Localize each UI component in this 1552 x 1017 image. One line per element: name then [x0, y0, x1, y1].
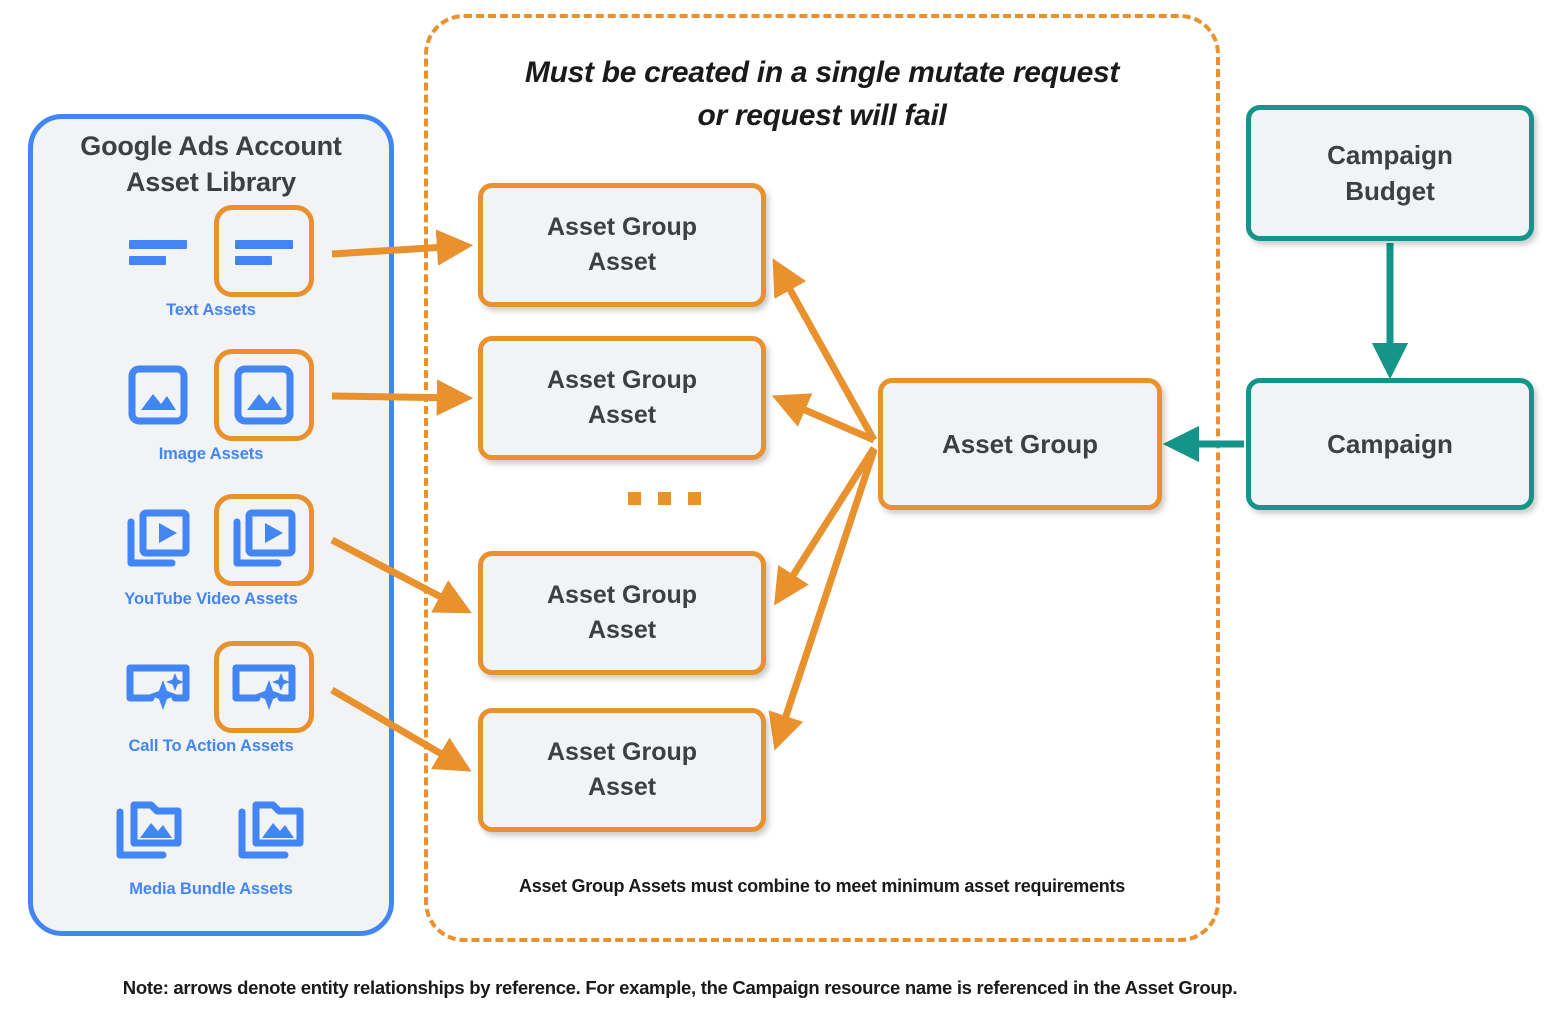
campaign-node[interactable]: Campaign — [1246, 378, 1534, 510]
image-asset-icon — [234, 365, 294, 425]
youtube-video-asset-icon-selected[interactable] — [214, 494, 314, 586]
text-asset-icon-pair — [33, 205, 389, 297]
ellipsis-dot — [658, 492, 671, 505]
arrow-asset-group-to-asset-group-asset-4 — [768, 448, 878, 751]
mutate-request-container — [424, 14, 1220, 942]
asset-group-node[interactable]: Asset Group — [878, 378, 1162, 510]
arrow-asset-group-to-asset-group-asset-1 — [772, 258, 878, 442]
call-to-action-asset-icon-selected[interactable] — [214, 641, 314, 733]
media-bundle-asset-icon — [116, 801, 182, 859]
image-asset-icon-plain — [108, 349, 208, 441]
arrow-text-asset-to-asset-group-asset-1 — [331, 229, 474, 266]
campaign-budget-label-line1: Campaign — [1327, 139, 1453, 170]
asset-group-asset-label-line2: Asset — [587, 248, 657, 276]
mutate-request-title-line2: or request will fail — [697, 98, 947, 132]
text-asset-icon-selected[interactable] — [214, 205, 314, 297]
image-asset-icon — [128, 365, 188, 425]
media-bundle-asset-icon-first — [100, 784, 200, 876]
asset-row-call-to-action: Call To Action Assets — [33, 641, 389, 756]
media-bundle-asset-icon — [238, 801, 304, 859]
media-bundle-asset-icon-pair — [33, 784, 389, 876]
arrow-youtube-video-asset-to-asset-group-asset-3 — [330, 536, 472, 614]
mutate-request-footnote: Asset Group Assets must combine to meet … — [518, 876, 1125, 896]
ellipsis-dot — [628, 492, 641, 505]
text-asset-icon-plain — [108, 205, 208, 297]
asset-group-asset-node-2[interactable]: Asset Group Asset — [478, 336, 766, 460]
image-asset-icon-pair — [33, 349, 389, 441]
asset-group-label: Asset Group — [941, 428, 1099, 459]
youtube-video-asset-icon — [233, 509, 296, 567]
text-asset-icon — [235, 240, 293, 265]
asset-group-asset-label-line2: Asset — [587, 616, 657, 644]
youtube-video-asset-icon — [127, 509, 190, 567]
youtube-video-asset-icon-plain — [108, 494, 208, 586]
asset-caption-media-bundle: Media Bundle Assets — [129, 880, 293, 898]
asset-group-asset-label-line2: Asset — [587, 773, 657, 801]
asset-row-image: Image Assets — [33, 349, 389, 464]
youtube-video-asset-icon-pair — [33, 494, 389, 586]
asset-group-asset-label-line1: Asset Group — [546, 366, 698, 394]
mutate-request-title-line1: Must be created in a single mutate reque… — [524, 56, 1120, 89]
media-bundle-asset-icon-second — [222, 784, 322, 876]
asset-group-asset-node-4[interactable]: Asset Group Asset — [478, 708, 766, 832]
asset-library-title-line2: Asset Library — [126, 166, 296, 197]
call-to-action-asset-icon — [126, 664, 190, 710]
asset-row-media-bundle: Media Bundle Assets — [33, 784, 389, 899]
asset-caption-youtube-video: YouTube Video Assets — [124, 590, 298, 608]
mutate-request-title: Must be created in a single mutate reque… — [424, 52, 1220, 138]
text-asset-icon — [129, 240, 187, 265]
asset-group-asset-node-1[interactable]: Asset Group Asset — [478, 183, 766, 307]
asset-group-asset-label-line2: Asset — [587, 401, 657, 429]
asset-group-asset-label-line1: Asset Group — [546, 581, 698, 609]
arrow-call-to-action-asset-to-asset-group-asset-4 — [330, 686, 472, 772]
arrow-image-asset-to-asset-group-asset-2 — [331, 379, 474, 416]
asset-library-title-line1: Google Ads Account — [80, 131, 342, 161]
asset-row-youtube-video: YouTube Video Assets — [33, 494, 389, 609]
image-asset-icon-selected[interactable] — [214, 349, 314, 441]
asset-row-text: Text Assets — [33, 205, 389, 320]
ellipsis-dot — [688, 492, 701, 505]
arrow-asset-group-to-asset-group-asset-3 — [773, 446, 877, 606]
call-to-action-asset-icon — [232, 664, 296, 710]
asset-caption-call-to-action: Call To Action Assets — [128, 737, 294, 755]
call-to-action-asset-icon-pair — [33, 641, 389, 733]
asset-group-asset-ellipsis — [628, 492, 701, 505]
asset-caption-image: Image Assets — [158, 445, 264, 463]
campaign-budget-node[interactable]: Campaign Budget — [1246, 105, 1534, 241]
arrow-asset-group-to-asset-group-asset-2 — [771, 393, 876, 444]
asset-group-asset-label-line1: Asset Group — [546, 213, 698, 241]
asset-library-title: Google Ads Account Asset Library — [33, 129, 389, 200]
asset-group-asset-label-line1: Asset Group — [546, 738, 698, 766]
asset-library-panel: Google Ads Account Asset Library — [28, 114, 394, 936]
call-to-action-asset-icon-plain — [108, 641, 208, 733]
footer-note: Note: arrows denote entity relationships… — [122, 977, 1238, 998]
asset-group-asset-node-3[interactable]: Asset Group Asset — [478, 551, 766, 675]
campaign-budget-label-line2: Budget — [1345, 176, 1435, 206]
campaign-label: Campaign — [1327, 428, 1453, 459]
asset-caption-text: Text Assets — [166, 301, 256, 319]
